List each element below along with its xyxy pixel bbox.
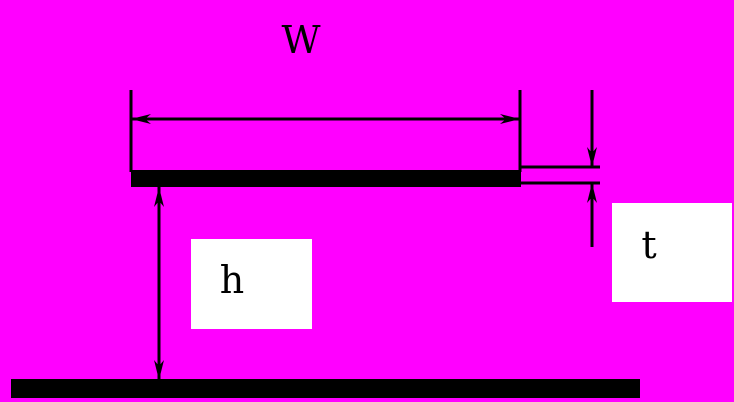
thickness-label: t xyxy=(641,223,656,267)
signal-strip xyxy=(131,170,521,187)
thickness-label-box xyxy=(612,203,732,302)
width-label: W xyxy=(281,18,320,62)
height-label-box xyxy=(191,239,312,329)
height-label: h xyxy=(220,258,244,302)
ground-plane xyxy=(11,379,640,398)
